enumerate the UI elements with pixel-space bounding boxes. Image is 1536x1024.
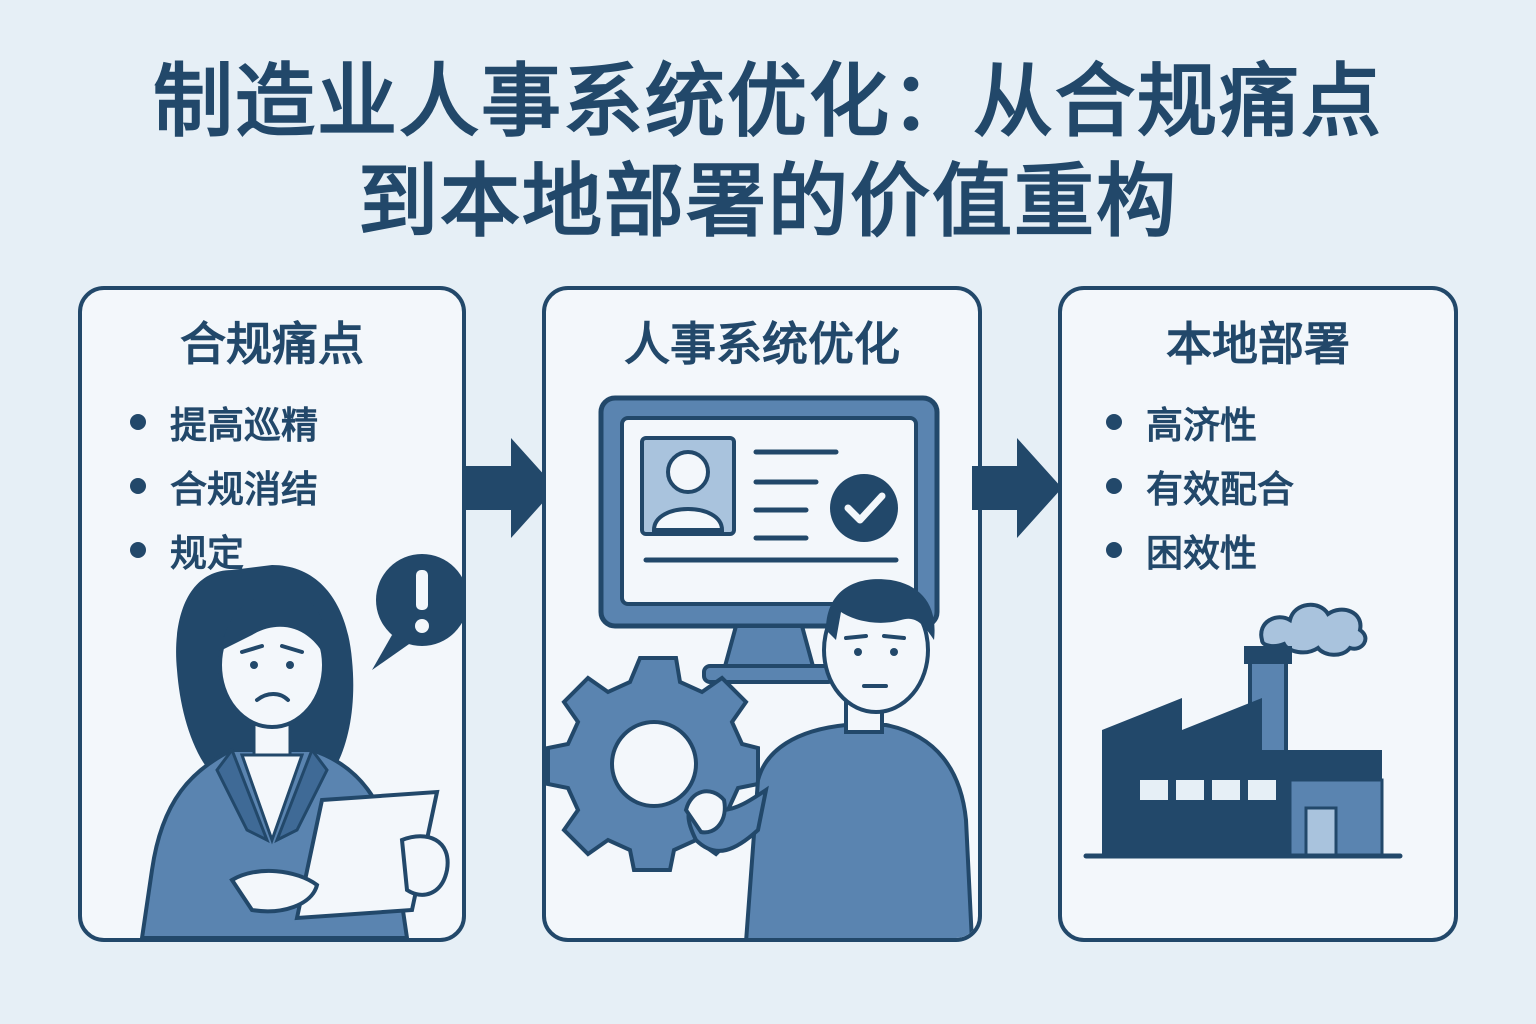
bullet-dot: [1106, 414, 1122, 430]
list-item: 合规消结: [130, 454, 318, 518]
user-profile-icon: [640, 436, 736, 536]
list-item-label: 规定: [170, 532, 244, 575]
alert-icon: [372, 554, 462, 670]
list-item: 有效配合: [1106, 454, 1294, 518]
panel-title: 人事系统优化: [624, 317, 900, 371]
title-line-1: 制造业人事系统优化：从合规痛点: [153, 55, 1383, 148]
bullet-dot: [130, 414, 146, 430]
panel-hr-system-optimization: 人事系统优化: [542, 286, 982, 942]
bullet-list: 提高巡精 合规消结 规定: [130, 390, 318, 582]
arrow-right-icon: [972, 438, 1062, 538]
worried-woman-illustration: [139, 554, 462, 938]
main-title: 制造业人事系统优化：从合规痛点 到本地部署的价值重构: [0, 52, 1536, 252]
panel-compliance-pain-points: 合规痛点 提高巡精 合规消结 规定: [78, 286, 466, 942]
list-item-label: 困效性: [1146, 532, 1257, 575]
list-item: 规定: [130, 518, 318, 582]
panel-local-deployment: 本地部署 高济性 有效配合 困效性: [1058, 286, 1458, 942]
bullet-dot: [1106, 478, 1122, 494]
title-line-2: 到本地部署的价值重构: [358, 155, 1178, 248]
bullet-dot: [130, 478, 146, 494]
panel-title: 本地部署: [1166, 317, 1350, 371]
list-item: 困效性: [1106, 518, 1294, 582]
factory-icon: [1083, 603, 1403, 859]
bullet-dot: [1106, 542, 1122, 558]
list-item-label: 提高巡精: [170, 404, 318, 447]
list-item: 高济性: [1106, 390, 1294, 454]
bullet-list: 高济性 有效配合 困效性: [1106, 390, 1294, 582]
list-item-label: 有效配合: [1146, 468, 1294, 511]
bullet-dot: [130, 542, 146, 558]
panel-title: 合规痛点: [180, 317, 364, 371]
monitor-icon: [598, 395, 940, 684]
hr-system-illustration: [546, 395, 974, 938]
list-item: 提高巡精: [130, 390, 318, 454]
list-item-label: 合规消结: [170, 468, 318, 511]
checkmark-icon: [830, 474, 898, 542]
list-item-label: 高济性: [1146, 404, 1257, 447]
arrow-right-icon: [466, 438, 556, 538]
